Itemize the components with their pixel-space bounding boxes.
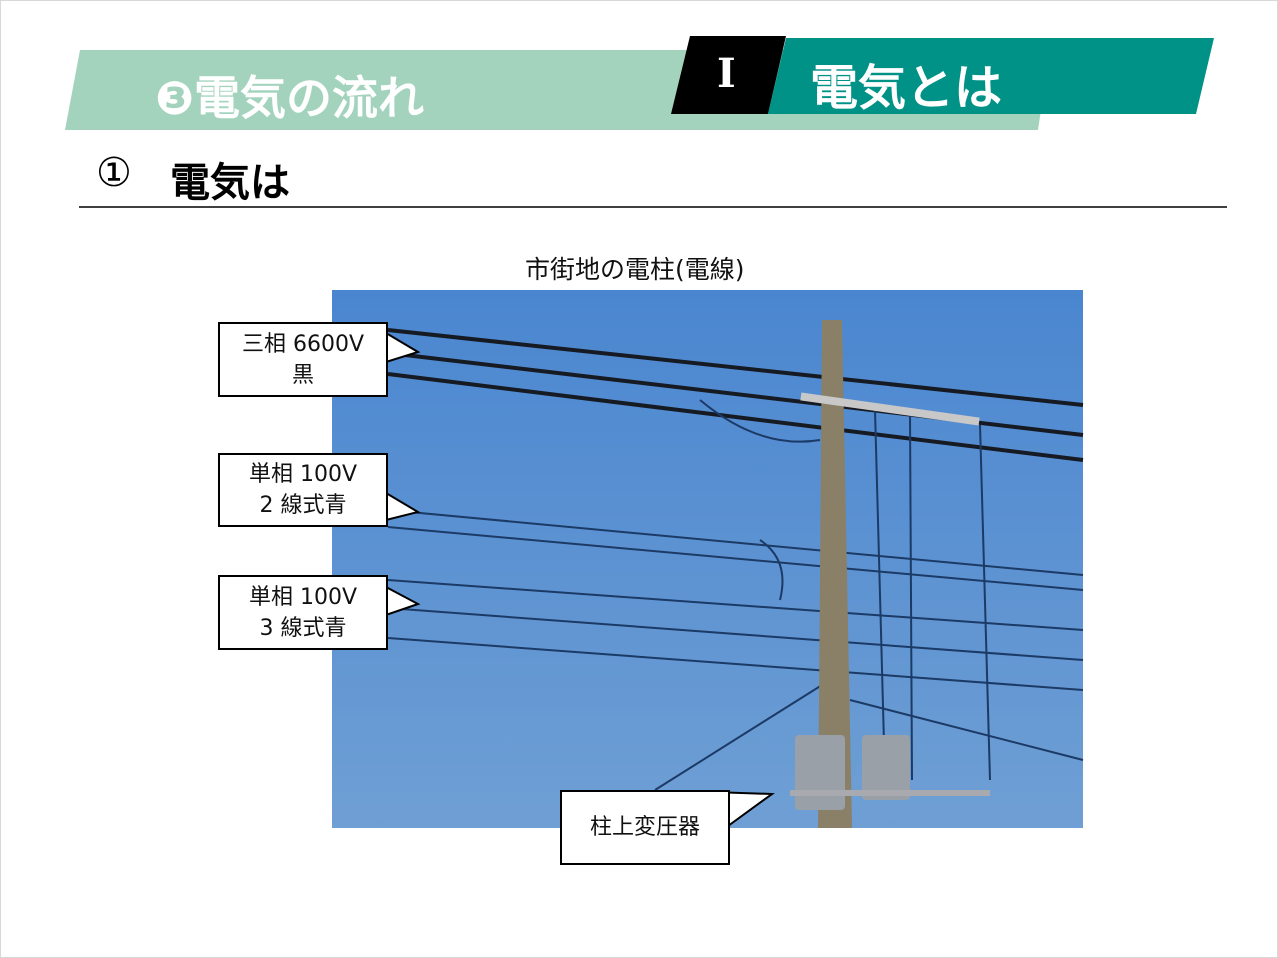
subheading-number: ① (96, 150, 132, 196)
callout-high-voltage: 三相 6600V 黒 (218, 322, 388, 397)
callout-line2: 2 線式青 (259, 493, 347, 518)
section-title: ❸電気の流れ (155, 71, 424, 125)
callout-single-phase-3wire: 単相 100V 3 線式青 (218, 575, 388, 650)
callout-line1: 柱上変圧器 (589, 815, 700, 840)
callout-line1: 単相 100V (248, 462, 358, 487)
subheading-title: 電気は (170, 160, 290, 206)
callout-pole-transformer: 柱上変圧器 (560, 790, 730, 865)
utility-pole-photo (332, 290, 1084, 828)
callout-line2: 3 線式青 (259, 615, 347, 641)
chapter-title: 電気とは (810, 60, 1003, 116)
chapter-number-tab (671, 36, 786, 114)
chapter-band (768, 38, 1214, 114)
callout-single-phase-2wire: 単相 100V 2 線式青 (218, 453, 388, 527)
callout-line1: 三相 6600V (241, 331, 365, 357)
callout-line2: 黒 (291, 362, 314, 388)
figure-caption: 市街地の電柱(電線) (525, 255, 745, 284)
chapter-number: Ⅰ (717, 50, 736, 97)
callout-line1: 単相 100V (248, 584, 358, 610)
